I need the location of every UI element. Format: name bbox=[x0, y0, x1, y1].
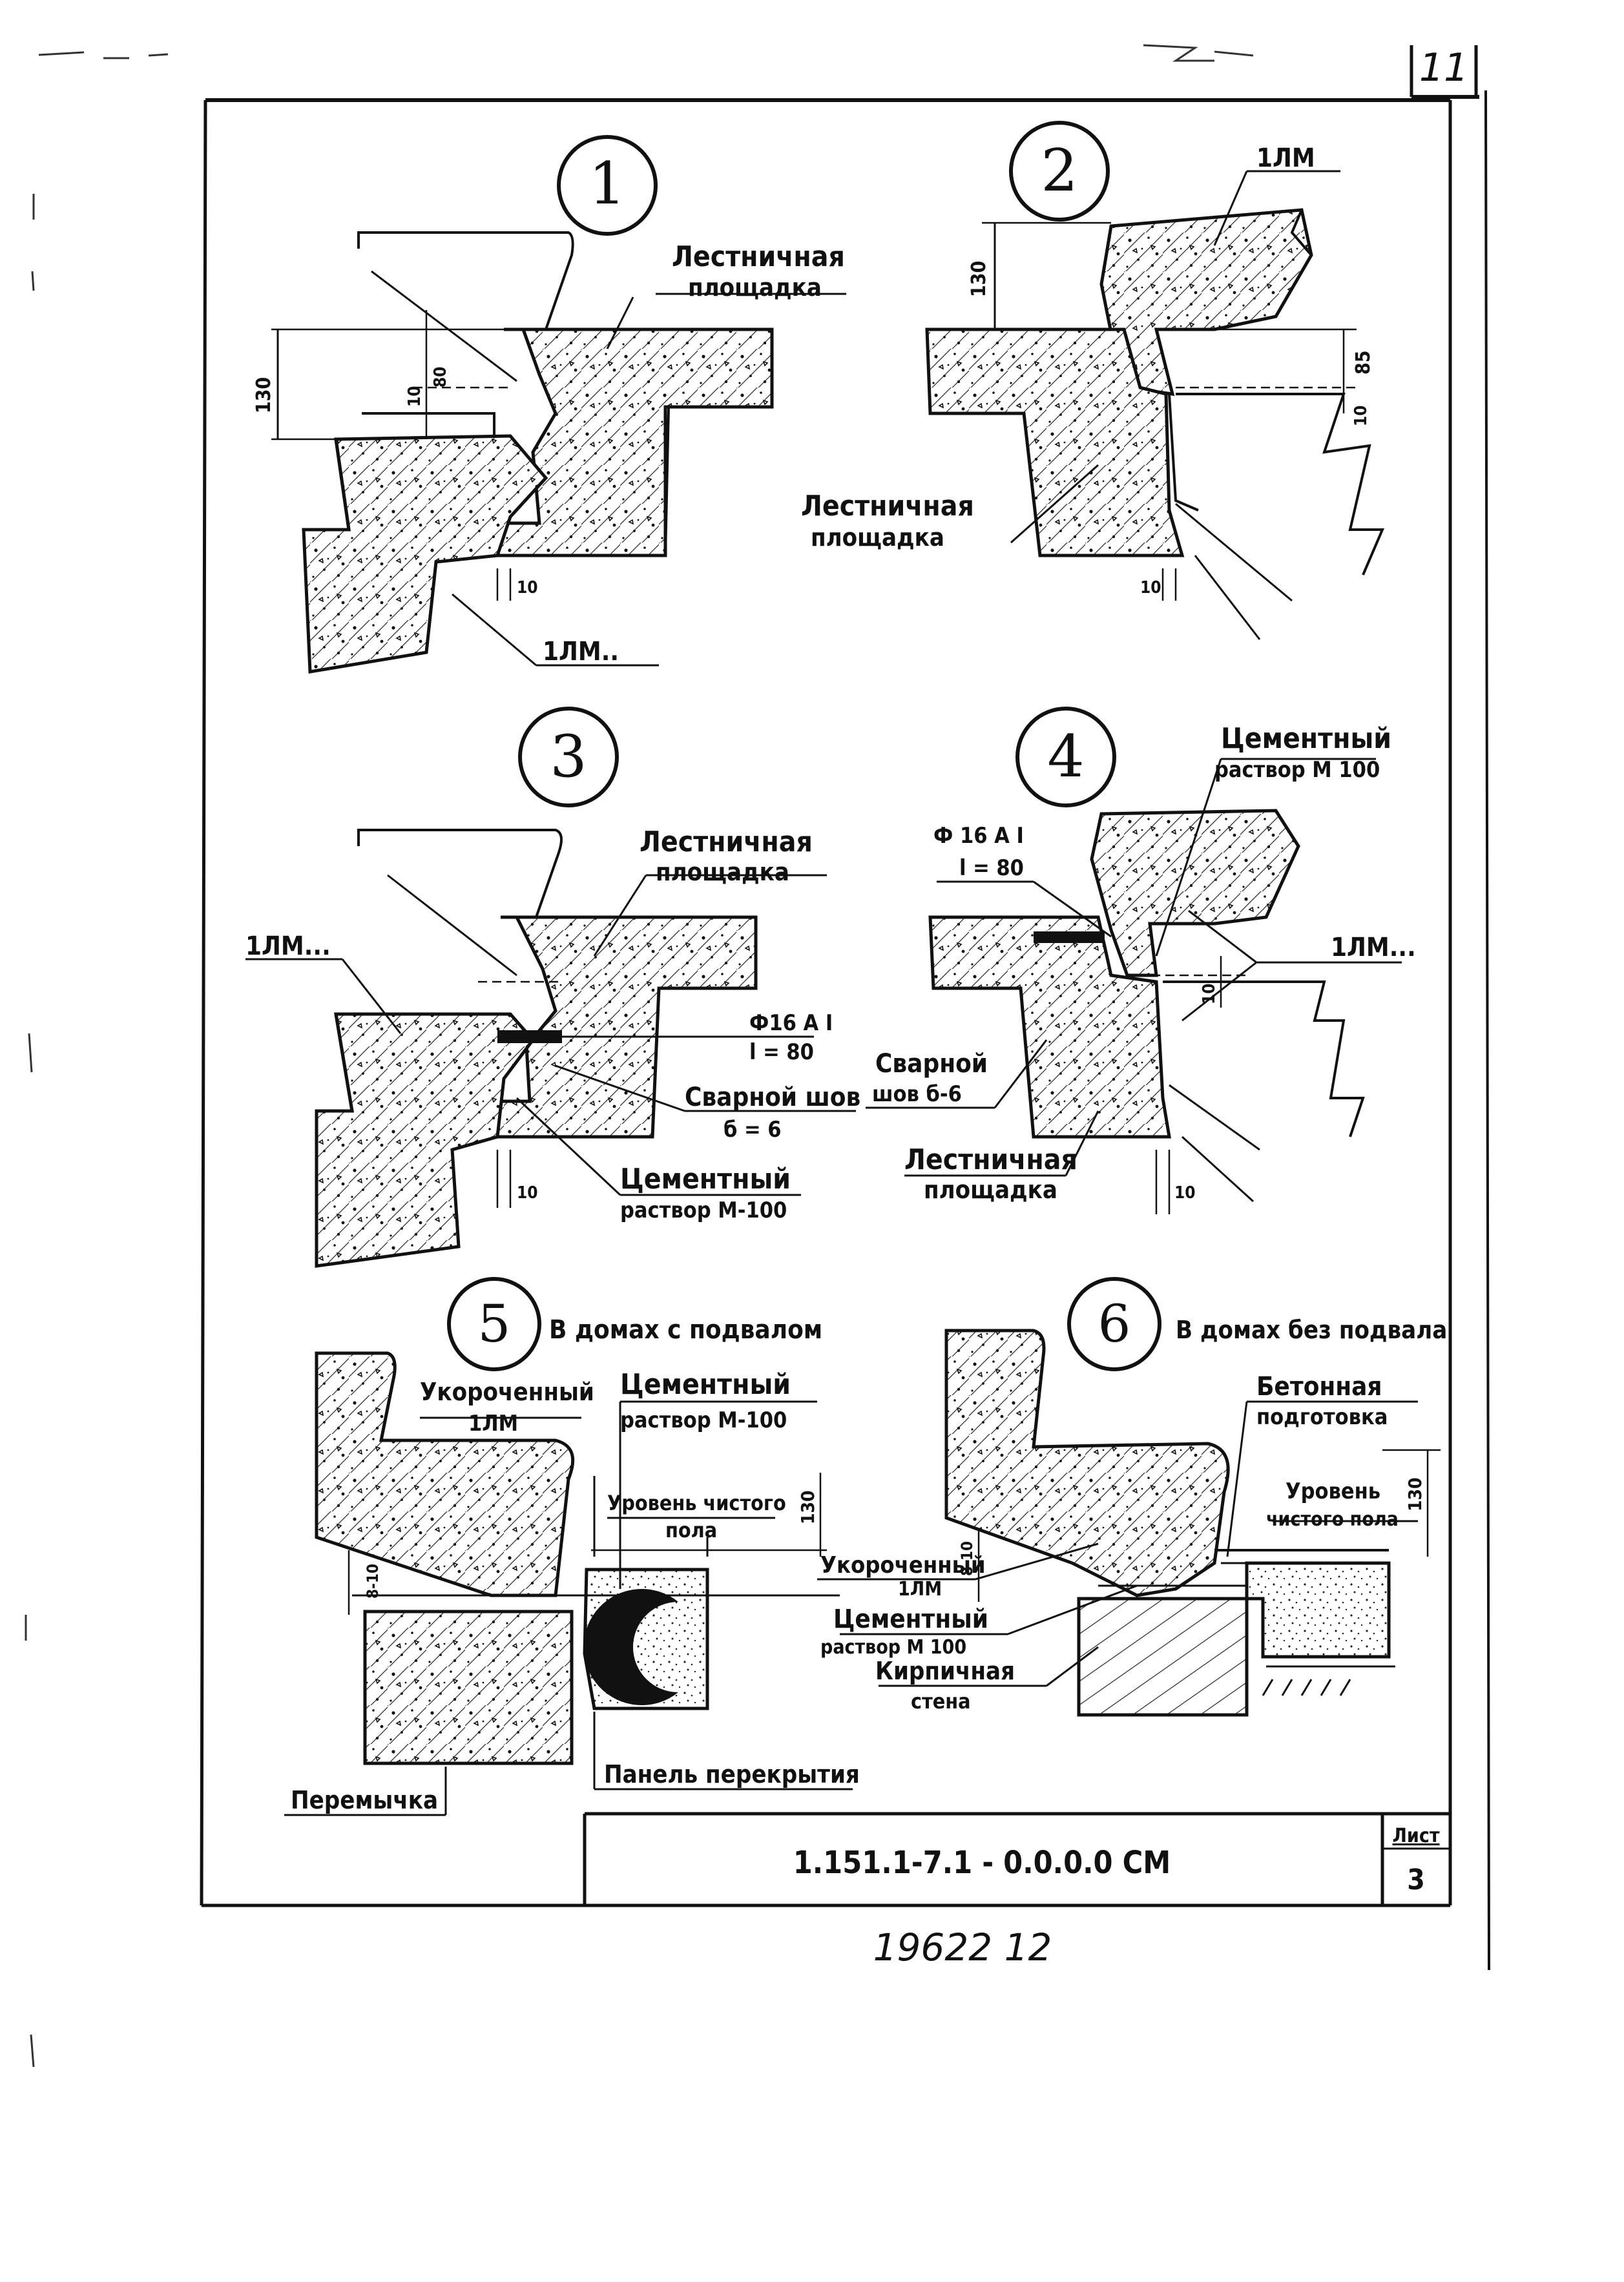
landing-section bbox=[928, 915, 1171, 1139]
detail-marker-1 bbox=[557, 135, 658, 236]
rebar-label-3-line1: Ф16 А I bbox=[749, 1010, 833, 1036]
concrete-prep-label-6-line2: подготовка bbox=[1256, 1404, 1388, 1430]
short-march-section bbox=[944, 1329, 1230, 1597]
weld-label-4-line1: Сварной bbox=[875, 1049, 988, 1079]
mortar-label-5-line2: раствор М-100 bbox=[620, 1407, 787, 1433]
detail-3: 3 1ЛМ... Лестничная площадка Ф16 А I l =… bbox=[245, 707, 860, 1268]
concrete-prep-section bbox=[1245, 1561, 1391, 1659]
dim-80-1: 80 bbox=[431, 366, 450, 388]
mortar-label-6-line1: Цементный bbox=[833, 1604, 988, 1634]
detail-number-6: 6 bbox=[1098, 1294, 1131, 1354]
sheet-frame bbox=[200, 45, 1490, 1971]
floor-level-label-5-line2: пола bbox=[665, 1518, 717, 1542]
rebar-label-4-line1: Ф 16 А I bbox=[933, 823, 1024, 849]
sheet-number: 3 bbox=[1407, 1863, 1425, 1896]
dim-10-1b: 10 bbox=[517, 578, 538, 597]
brick-wall-label-6-line2: стена bbox=[911, 1689, 971, 1714]
scan-noise bbox=[25, 44, 1254, 2068]
dim-10-4b: 10 bbox=[1174, 1183, 1196, 1203]
detail-number-3: 3 bbox=[550, 723, 587, 791]
dim-130-6: 130 bbox=[1404, 1477, 1426, 1511]
slab-void bbox=[583, 1589, 678, 1705]
lintel-label-5: Перемычка bbox=[291, 1786, 438, 1814]
dim-130-2: 130 bbox=[968, 261, 990, 297]
landing-section bbox=[495, 327, 774, 557]
footer-number: 19622 12 bbox=[873, 1925, 1052, 1969]
landing-label-1-line2: площадка bbox=[688, 273, 822, 302]
document-code: 1.151.1-7.1 - 0.0.0.0 СМ bbox=[793, 1845, 1171, 1881]
detail-number-5: 5 bbox=[478, 1294, 511, 1354]
detail-number-2: 2 bbox=[1041, 137, 1077, 205]
march-label-3: 1ЛМ... bbox=[245, 931, 331, 961]
short-march-label-6-line1: Укороченный bbox=[820, 1552, 986, 1579]
brick-wall-label-6-line1: Кирпичная bbox=[875, 1657, 1015, 1685]
title-block bbox=[583, 1812, 1450, 1905]
short-march-label-5-line1: Укороченный bbox=[420, 1378, 594, 1406]
detail-marker-5 bbox=[447, 1277, 541, 1371]
dim-130-1: 130 bbox=[253, 377, 275, 413]
detail-4: 4 Цементный раствор М 100 Ф 16 А I l = 8… bbox=[866, 707, 1416, 1214]
march-section bbox=[315, 1012, 536, 1268]
dim-10-2b: 10 bbox=[1140, 578, 1161, 597]
march-label-1: 1ЛМ.. bbox=[543, 637, 619, 667]
floor-level-label-6-line2: чистого пола bbox=[1266, 1508, 1399, 1531]
detail-5: В домах с подвалом 5 Укороченный 1ЛМ Цем… bbox=[284, 1277, 860, 1816]
floor-level-label-6-line1: Уровень bbox=[1286, 1478, 1380, 1504]
caption-6: В домах без подвала bbox=[1176, 1316, 1447, 1344]
mortar-label-6-line2: раствор М 100 bbox=[820, 1636, 966, 1659]
detail-marker-4 bbox=[1015, 707, 1116, 807]
dim-85-2: 85 bbox=[1352, 350, 1375, 375]
slab-label-5: Панель перекрытия bbox=[604, 1760, 860, 1789]
landing-label-3-line2: площадка bbox=[656, 858, 789, 886]
detail-number-1: 1 bbox=[588, 150, 625, 218]
dim-8-10-6: 8-10 bbox=[958, 1541, 976, 1576]
short-march-label-5-line2: 1ЛМ bbox=[468, 1411, 518, 1437]
dim-10-1a: 10 bbox=[405, 386, 424, 407]
landing-section bbox=[925, 327, 1185, 557]
mortar-label-3-line2: раствор М-100 bbox=[620, 1198, 787, 1223]
detail-marker-2 bbox=[1009, 121, 1110, 222]
detail-2: 2 1ЛМ Лестничная площадка 130 85 10 10 bbox=[801, 121, 1385, 640]
landing-label-4-line1: Лестничная bbox=[904, 1143, 1077, 1176]
brick-wall-section bbox=[1077, 1597, 1249, 1717]
dim-10-4a: 10 bbox=[1200, 983, 1219, 1004]
weld-label-4-line2: шов б-6 bbox=[872, 1081, 962, 1107]
sheet-corner-number: 11 bbox=[1419, 45, 1468, 90]
mortar-label-5-line1: Цементный bbox=[620, 1368, 791, 1401]
rebar-weld bbox=[497, 1030, 562, 1043]
march-label-2: 1ЛМ bbox=[1256, 143, 1315, 173]
mortar-label-4-line1: Цементный bbox=[1221, 722, 1391, 755]
weld-label-3-line2: б = 6 bbox=[724, 1117, 782, 1143]
short-march-label-6-line2: 1ЛМ bbox=[898, 1578, 942, 1601]
detail-marker-6 bbox=[1067, 1277, 1161, 1371]
rebar-weld bbox=[1034, 931, 1105, 943]
detail-marker-3 bbox=[518, 707, 619, 807]
weld-label-3-line1: Сварной шов bbox=[685, 1083, 860, 1112]
floor-level-label-5-line1: Уровень чистого bbox=[607, 1491, 786, 1515]
landing-label-3-line1: Лестничная bbox=[640, 825, 813, 858]
rebar-label-4-line2: l = 80 bbox=[959, 855, 1024, 881]
landing-label-2-line2: площадка bbox=[811, 523, 944, 552]
caption-5: В домах с подвалом bbox=[549, 1315, 822, 1345]
detail-number-4: 4 bbox=[1047, 723, 1084, 791]
detail-6: В домах без подвала 6 Бетонная подготовк… bbox=[817, 1277, 1447, 1717]
sheet-label: Лист bbox=[1393, 1825, 1440, 1847]
landing-label-4-line2: площадка bbox=[924, 1176, 1057, 1204]
mortar-label-4-line2: раствор М 100 bbox=[1214, 757, 1380, 783]
lintel-section bbox=[363, 1610, 574, 1765]
mortar-label-3-line1: Цементный bbox=[620, 1163, 791, 1196]
short-march-section bbox=[315, 1351, 575, 1597]
concrete-prep-label-6-line1: Бетонная bbox=[1256, 1372, 1382, 1402]
dim-10-3: 10 bbox=[517, 1183, 538, 1203]
dim-10-2a: 10 bbox=[1351, 405, 1371, 426]
rebar-label-3-line2: l = 80 bbox=[749, 1039, 814, 1065]
landing-label-1-line1: Лестничная bbox=[672, 240, 845, 273]
dim-130-5: 130 bbox=[797, 1490, 818, 1524]
march-label-4: 1ЛМ... bbox=[1331, 933, 1416, 962]
march-section bbox=[1090, 809, 1300, 977]
landing-label-2-line1: Лестничная bbox=[801, 490, 974, 523]
dim-8-10-5: 8-10 bbox=[364, 1564, 382, 1599]
detail-1: 1 Лестничная площадка 1ЛМ.. 130 80 10 10 bbox=[253, 135, 846, 674]
